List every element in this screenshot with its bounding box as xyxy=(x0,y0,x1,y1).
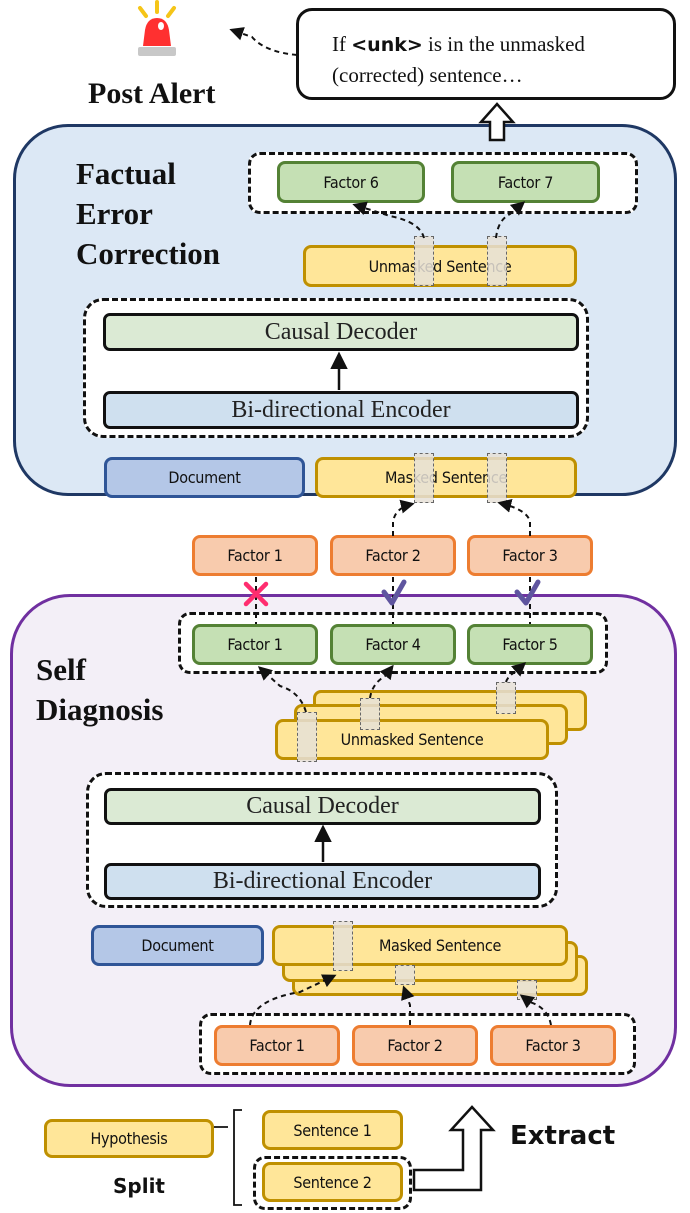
fec-title-line: Factual xyxy=(76,156,176,191)
hypothesis-box: Hypothesis xyxy=(44,1119,214,1158)
callout-line2: (corrected) sentence… xyxy=(332,63,523,87)
sd-unmasked-mask-token xyxy=(297,712,317,762)
sd-input-factor-box: Factor 1 xyxy=(214,1025,340,1066)
fec-title-line: Error xyxy=(76,196,153,231)
split-bracket xyxy=(214,1109,242,1206)
extract-label: Extract xyxy=(510,1121,616,1151)
fec-unmasked-mask-token xyxy=(414,236,434,286)
fec-causal-decoder: Causal Decoder xyxy=(103,313,579,351)
split-label: Split xyxy=(113,1174,165,1198)
sd-unmasked-mask-token xyxy=(496,682,516,714)
sd-input-factor-box: Factor 3 xyxy=(490,1025,616,1066)
selected-factor-box: Factor 2 xyxy=(330,535,456,576)
fec-masked-mask-token xyxy=(487,453,507,503)
fec-masked-sentence: Masked Sentence xyxy=(315,457,577,498)
fec-masked-mask-token xyxy=(414,453,434,503)
sd-masked-mask-token xyxy=(333,921,353,971)
selected-sentence-group xyxy=(253,1156,412,1210)
callout-line1-rest: is in the unmasked xyxy=(422,32,585,56)
selected-factor2-arrow xyxy=(392,499,415,536)
fec-factor-box: Factor 6 xyxy=(277,161,425,203)
sd-title-line: Self xyxy=(36,652,86,687)
sd-input-factor-box: Factor 2 xyxy=(352,1025,478,1066)
fec-unmasked-mask-token xyxy=(487,236,507,286)
callout-prefix: If xyxy=(332,32,352,56)
fec-bidirectional-encoder: Bi-directional Encoder xyxy=(103,391,579,429)
callout-box: If <unk> is in the unmasked (corrected) … xyxy=(296,8,676,100)
sd-factor-box: Factor 5 xyxy=(467,624,593,665)
callout-to-alert-arrow xyxy=(229,27,298,56)
selected-factor3-arrow xyxy=(497,498,531,536)
sd-title: Self Diagnosis xyxy=(36,650,163,730)
sd-title-line: Diagnosis xyxy=(36,692,164,727)
post-alert-title: Post Alert xyxy=(88,77,216,110)
sd-masked-mask-token xyxy=(395,965,415,985)
fec-title-line: Correction xyxy=(76,236,221,271)
sd-unmasked-sentence: Unmasked Sentence xyxy=(275,719,549,760)
sd-factor-box: Factor 1 xyxy=(192,624,318,665)
sd-masked-mask-token xyxy=(517,980,537,1000)
fec-factor-box: Factor 7 xyxy=(451,161,600,203)
sd-document: Document xyxy=(91,925,264,966)
selected-factor-box: Factor 3 xyxy=(467,535,593,576)
sentence-box: Sentence 2 xyxy=(262,1162,403,1202)
sentence-box: Sentence 1 xyxy=(262,1110,403,1150)
fec-title: Factual Error Correction xyxy=(76,154,220,274)
sd-masked-sentence: Masked Sentence xyxy=(272,925,568,966)
unk-token: <unk> xyxy=(351,34,423,56)
selected-factor-box: Factor 1 xyxy=(192,535,318,576)
sd-unmasked-mask-token xyxy=(360,698,380,730)
sd-factor-box: Factor 4 xyxy=(330,624,456,665)
sd-causal-decoder: Causal Decoder xyxy=(104,788,541,825)
siren-alarm-icon xyxy=(138,0,176,56)
fec-document: Document xyxy=(104,457,305,498)
extract-arrow xyxy=(412,1105,496,1192)
fec-unmasked-sentence: Unmasked Sentence xyxy=(303,245,577,287)
sd-bidirectional-encoder: Bi-directional Encoder xyxy=(104,863,541,900)
